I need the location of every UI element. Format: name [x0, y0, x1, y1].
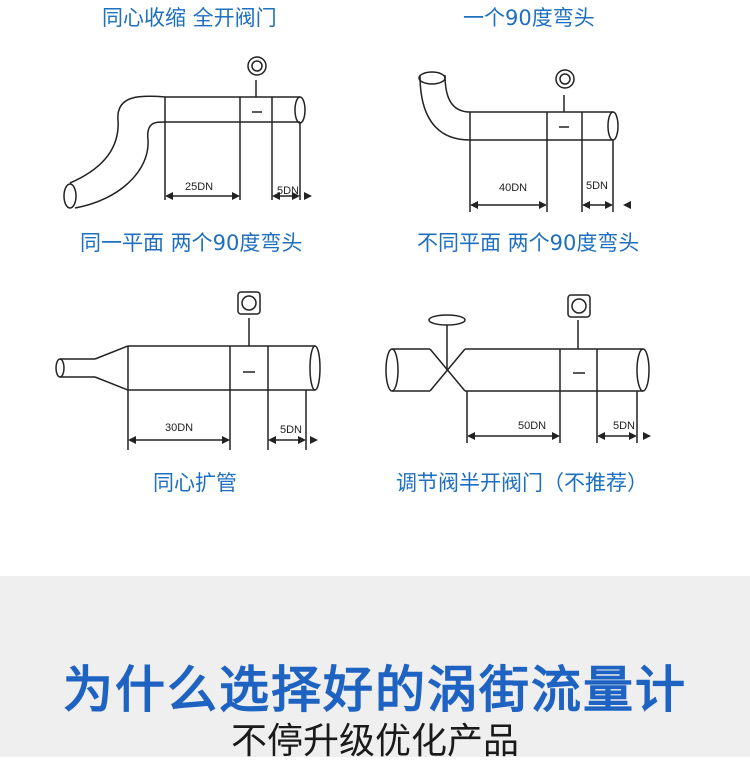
- dim-upstream-30dn: 30DN: [165, 422, 193, 434]
- caption-two-elbows-diff-plane: 不同平面 两个90度弯头: [417, 231, 640, 255]
- caption-control-valve: 调节阀半开阀门（不推荐）: [396, 471, 648, 495]
- dim-downstream-5dn: 5DN: [586, 180, 608, 192]
- dim-upstream-50dn: 50DN: [518, 420, 546, 432]
- diagram-concentric-expander: 30DN 5DN: [55, 291, 321, 450]
- headline: 为什么选择好的涡街流量计: [63, 661, 687, 719]
- caption-single-elbow: 一个90度弯头: [463, 6, 595, 30]
- dim-downstream-5dn: 5DN: [613, 420, 635, 432]
- bottom-banner: [0, 576, 750, 757]
- dim-upstream-40dn: 40DN: [499, 182, 527, 194]
- dim-downstream-5dn: 5DN: [277, 185, 299, 197]
- caption-concentric-reducer: 同心收缩 全开阀门: [102, 6, 277, 30]
- subline: 不停升级优化产品: [230, 721, 519, 762]
- caption-two-elbows-same-plane: 同一平面 两个90度弯头: [80, 231, 303, 255]
- diagram-single-elbow: 40DN 5DN: [418, 69, 631, 212]
- caption-concentric-expander: 同心扩管: [153, 471, 237, 495]
- dim-upstream-25dn: 25DN: [185, 181, 213, 193]
- diagram-concentric-reducer: 25DN 5DN: [63, 56, 312, 209]
- diagram-control-valve: 50DN 5DN: [385, 294, 651, 443]
- dim-downstream-5dn: 5DN: [280, 424, 302, 436]
